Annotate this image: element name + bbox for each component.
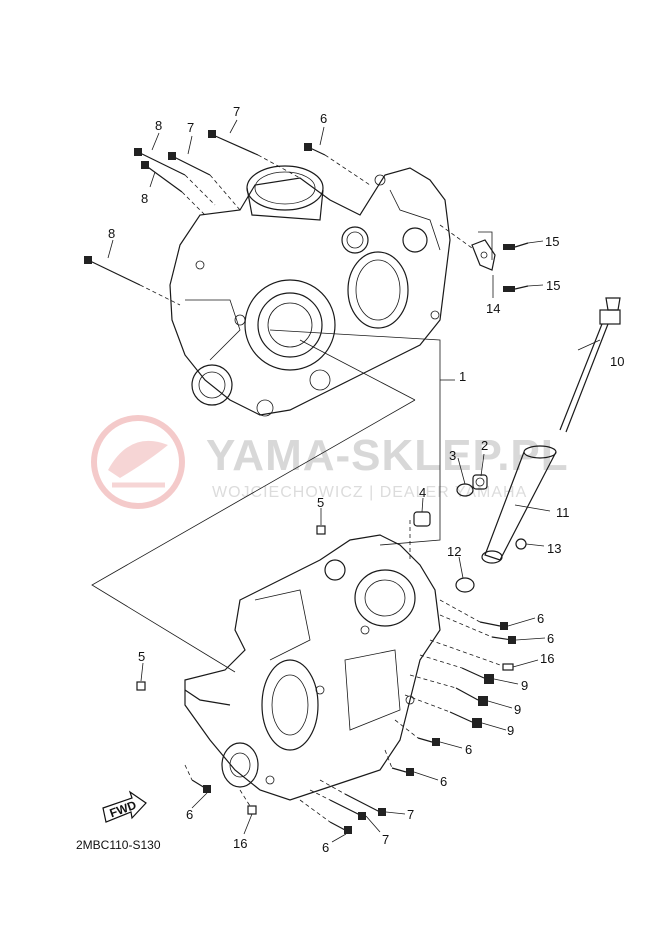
seal-4: [413, 511, 431, 527]
plug-2: [472, 474, 488, 490]
bolt-9-b: [455, 687, 488, 706]
bolt-8-upper-b: [141, 161, 183, 193]
callout-8a: 8: [155, 118, 162, 133]
callout-15b: 15: [546, 278, 560, 293]
callout-5b: 5: [138, 649, 145, 664]
callout-6g: 6: [322, 840, 329, 855]
bolt-16-b: [247, 805, 257, 815]
watermark: YAMA-SKLEP.PL WOJCIECHOWICZ | DEALER YAM…: [91, 415, 569, 509]
bolt-6-d: [391, 767, 414, 776]
watermark-title: YAMA-SKLEP.PL: [206, 431, 569, 480]
bolt-6-f: [191, 779, 211, 793]
bolt-6-c: [417, 737, 440, 746]
bolt-7-b: [329, 799, 366, 820]
crankcase-left-half: [184, 534, 441, 801]
callout-6e: 6: [440, 774, 447, 789]
dowel-5-a: [316, 525, 326, 535]
callout-7a: 7: [233, 104, 240, 119]
callout-6b: 6: [537, 611, 544, 626]
small-parts: [136, 474, 488, 691]
bolt-6-b: [491, 636, 516, 644]
crankcase-right-half: [169, 165, 451, 417]
fwd-label: FWD: [108, 798, 139, 821]
dipstick-10: [559, 297, 621, 433]
callout-9b: 9: [514, 702, 521, 717]
callout-7b: 7: [187, 120, 194, 135]
callout-6f: 6: [186, 807, 193, 822]
bolt-9-c: [449, 711, 482, 728]
callout-14: 14: [486, 301, 500, 316]
bolt-16-a: [502, 663, 514, 671]
bracket-14: [439, 224, 529, 292]
callout-16b: 16: [233, 836, 247, 851]
callout-1: 1: [459, 369, 466, 384]
callout-3: 3: [449, 448, 456, 463]
bolt-6-upper: [304, 143, 326, 156]
callout-8c: 8: [108, 226, 115, 241]
upper-bolts: [84, 130, 371, 306]
fwd-arrow-icon: FWD: [102, 790, 147, 823]
bolt-7-upper-a: [208, 130, 259, 156]
leader-lines: [91, 119, 601, 843]
watermark-logo: [91, 415, 185, 509]
callout-11: 11: [556, 505, 570, 520]
callout-7c: 7: [407, 807, 414, 822]
bolt-8-upper-a: [134, 148, 186, 176]
callout-8b: 8: [141, 191, 148, 206]
callout-6a: 6: [320, 111, 327, 126]
bolt-15-a: [503, 242, 529, 250]
bolt-6-e: [329, 821, 352, 834]
callout-2: 2: [481, 438, 488, 453]
oring-12: [455, 577, 475, 593]
callout-4: 4: [419, 485, 426, 500]
watermark-subtitle: WOJCIECHOWICZ | DEALER YAMAHA: [212, 484, 527, 501]
bolt-6-a: [479, 621, 508, 630]
callout-6d: 6: [465, 742, 472, 757]
bolt-8-upper-c: [84, 256, 141, 286]
oil-tube-11: [481, 445, 557, 564]
callout-10: 10: [610, 354, 624, 369]
bolt-15-b: [503, 285, 529, 292]
callout-15a: 15: [545, 234, 559, 249]
bolt-7-a: [344, 793, 386, 816]
callout-16a: 16: [540, 651, 554, 666]
diagram-code: 2MBC110-S130: [76, 838, 161, 852]
assembly-lines: [184, 520, 504, 823]
bolt-9-a: [461, 667, 494, 684]
bolt-7-upper-b: [168, 152, 211, 176]
callout-12: 13: [547, 541, 561, 556]
callout-9a: 9: [521, 678, 528, 693]
callout-7d: 7: [382, 832, 389, 847]
callout-9c: 9: [507, 723, 514, 738]
callout-5a: 5: [317, 495, 324, 510]
callout-6c: 6: [547, 631, 554, 646]
dowel-5-b: [136, 681, 146, 691]
callout-12-label: 12: [447, 544, 461, 559]
callouts: 1 2 3 4 5 5 6 6 6 6 6 6 6 7 7 7 7 8 8 8 …: [108, 104, 624, 855]
